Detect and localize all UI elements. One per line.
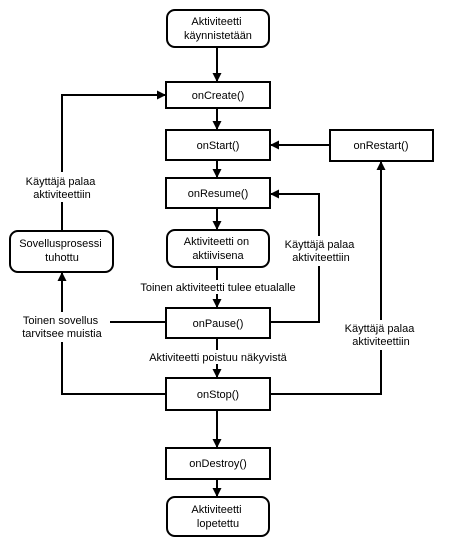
svg-text:onStop(): onStop() xyxy=(197,389,239,401)
svg-text:onResume(): onResume() xyxy=(188,188,249,200)
node-onrestart: onRestart() xyxy=(329,129,434,162)
node-ondestroy: onDestroy() xyxy=(165,447,271,480)
svg-text:Aktiviteetti on aktiiv: Aktiviteetti on aktiivisena xyxy=(184,236,252,262)
node-onpause: onPause() xyxy=(165,307,271,339)
connectors xyxy=(57,47,386,497)
label-other-app-foreground: Toinen aktiviteetti tulee etualalle xyxy=(140,282,295,294)
node-finished: Aktiviteetti lopetettu xyxy=(166,496,270,537)
node-process-killed: Sovellusprosessi tuhottu xyxy=(9,230,114,273)
label-user-returns-right: Käyttäjä palaa aktiviteettiin xyxy=(345,323,418,348)
label-other-app-needs-memory: Toinen sovellus tarvitsee muistia xyxy=(22,315,102,340)
label-user-returns-left: Käyttäjä palaa aktiviteettiin xyxy=(26,176,99,201)
node-onresume: onResume() xyxy=(165,177,271,209)
label-user-returns-middle: Käyttäjä palaa aktiviteettiin xyxy=(285,239,358,264)
svg-text:Aktiviteetti lopetettu: Aktiviteetti lopetettu xyxy=(191,504,244,530)
label-activity-not-visible: Aktiviteetti poistuu näkyvistä xyxy=(149,352,287,364)
node-running: Aktiviteetti on aktiivisena xyxy=(166,229,270,268)
svg-text:Sovellusprosessi tuhot: Sovellusprosessi tuhottu xyxy=(19,238,105,264)
node-start: Aktiviteetti käynnistetään xyxy=(166,9,270,48)
edge-labels: Käyttäjä palaa aktiviteettiin Käyttäjä p… xyxy=(10,172,430,364)
svg-text:onRestart(): onRestart() xyxy=(353,140,408,152)
node-oncreate: onCreate() xyxy=(165,81,271,109)
node-onstart: onStart() xyxy=(165,129,271,161)
node-onstop: onStop() xyxy=(165,377,271,411)
svg-text:onPause(): onPause() xyxy=(193,318,244,330)
nodes: Aktiviteetti käynnistetään onCreate() on… xyxy=(9,9,434,537)
svg-text:onStart(): onStart() xyxy=(197,140,240,152)
edge-process-killed-to-oncreate xyxy=(61,90,166,231)
svg-text:onDestroy(): onDestroy() xyxy=(189,458,246,470)
svg-text:onCreate(): onCreate() xyxy=(192,90,245,102)
edge-onstop-to-onrestart xyxy=(270,161,386,395)
svg-text:Aktiviteetti käynniste: Aktiviteetti käynnistetään xyxy=(184,16,252,42)
